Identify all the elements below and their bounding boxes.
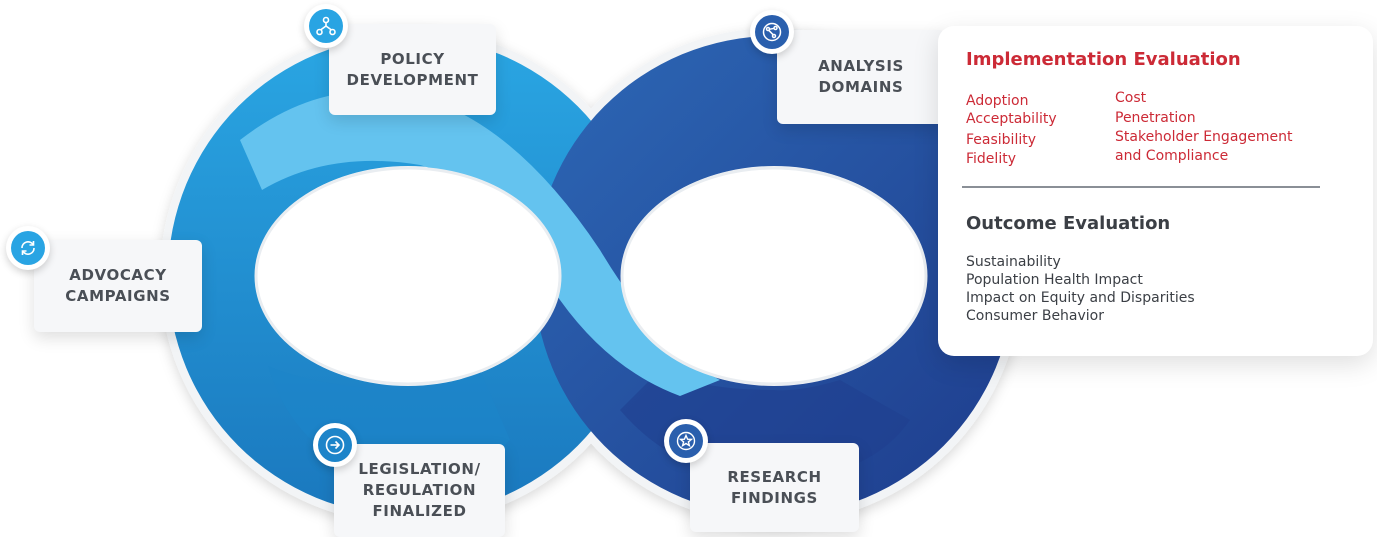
panel-divider	[962, 186, 1320, 188]
outcome-item: Sustainability	[966, 254, 1061, 270]
stage-legislation-finalized: LEGISLATION/ REGULATION FINALIZED	[334, 444, 505, 537]
implementation-item: Cost	[1115, 90, 1147, 106]
implementation-item: Feasibility	[966, 132, 1036, 148]
evaluation-panel: Implementation Evaluation Adoption Accep…	[938, 26, 1373, 356]
outcome-item: Consumer Behavior	[966, 308, 1105, 324]
outcome-item: Population Health Impact	[966, 272, 1143, 288]
outcome-evaluation-title: Outcome Evaluation	[966, 213, 1171, 234]
stage-research-findings: RESEARCH FINDINGS	[690, 443, 859, 532]
implementation-item: Stakeholder Engagement	[1115, 129, 1293, 145]
crossing-band	[240, 91, 720, 396]
implementation-item: Adoption	[966, 93, 1029, 109]
implementation-item: Acceptability	[966, 111, 1057, 127]
implementation-evaluation-title: Implementation Evaluation	[966, 49, 1241, 70]
cycle-arrows-icon	[6, 226, 50, 270]
implementation-item: and Compliance	[1115, 148, 1229, 164]
outcome-item: Impact on Equity and Disparities	[966, 290, 1195, 306]
implementation-item: Penetration	[1115, 110, 1196, 126]
right-loop-hole	[620, 166, 928, 386]
network-nodes-icon	[304, 4, 348, 48]
globe-network-icon	[750, 10, 794, 54]
stage-policy-development: POLICY DEVELOPMENT	[329, 24, 496, 115]
stage-advocacy-campaigns: ADVOCACY CAMPAIGNS	[34, 240, 202, 332]
star-icon	[664, 419, 708, 463]
left-loop-hole	[254, 166, 562, 386]
implementation-item: Fidelity	[966, 151, 1016, 167]
stage-analysis-domains: ANALYSIS DOMAINS	[777, 30, 945, 124]
arrow-right-circle-icon	[313, 423, 357, 467]
